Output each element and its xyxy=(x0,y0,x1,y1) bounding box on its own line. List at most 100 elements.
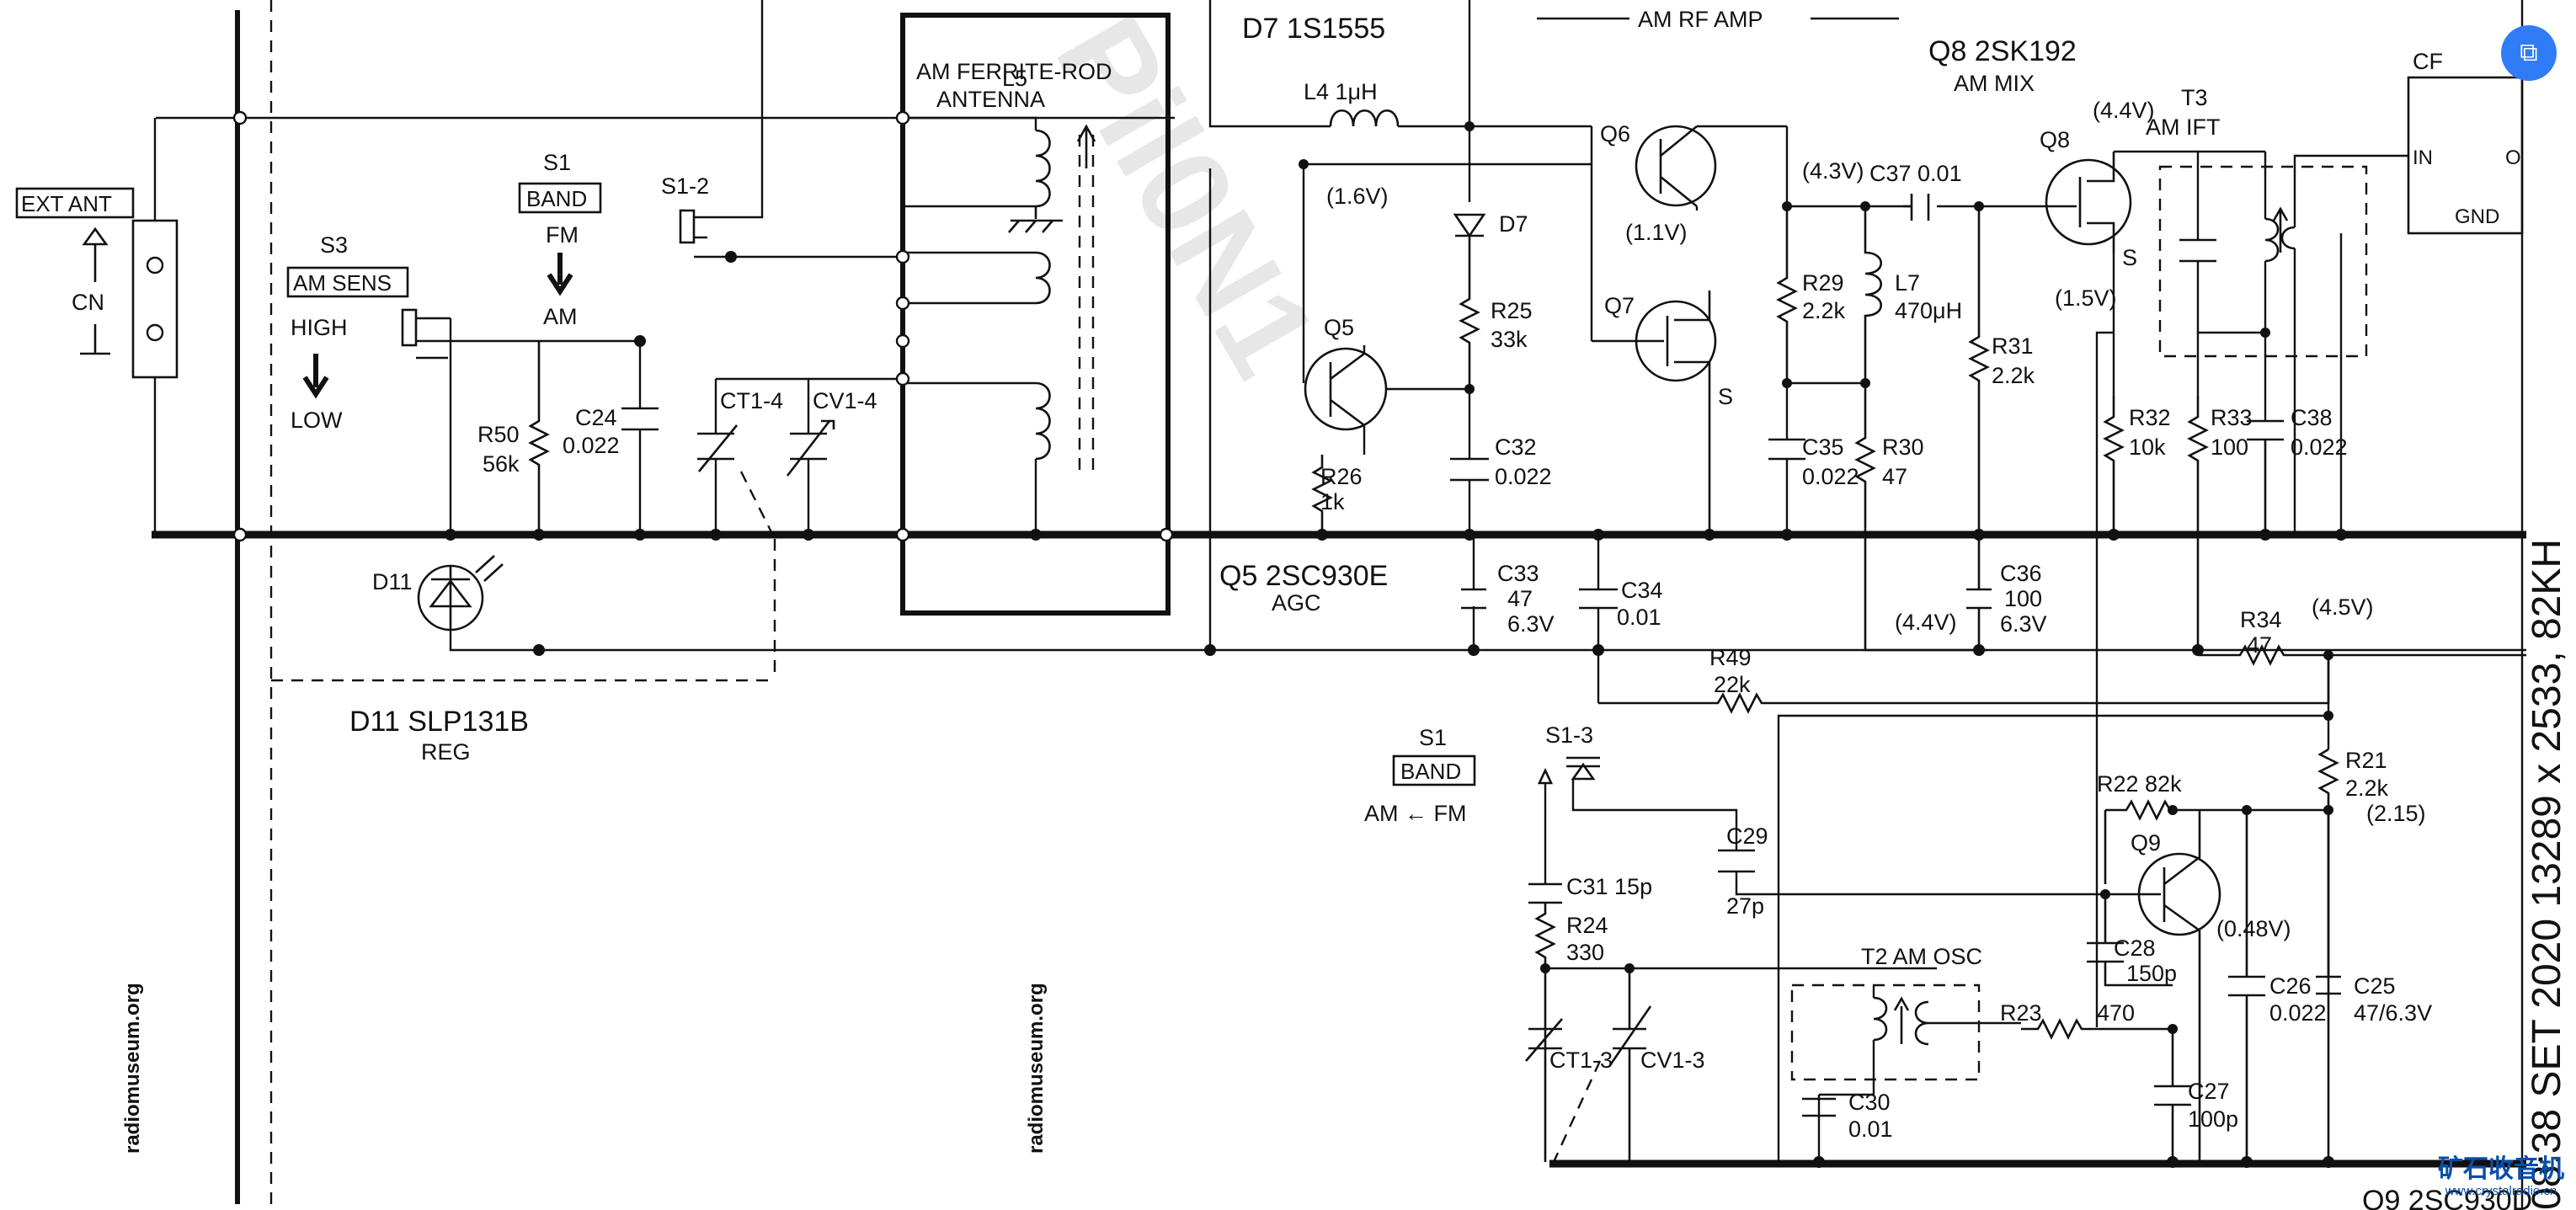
q5-transistor xyxy=(1304,347,1388,431)
svg-text:100: 100 xyxy=(2004,586,2042,611)
c25-capacitor xyxy=(2316,810,2341,995)
l5-coil-2 xyxy=(1035,251,1051,305)
svg-text:CV1-4: CV1-4 xyxy=(813,388,877,413)
svg-text:D7: D7 xyxy=(1499,211,1528,237)
c38-capacitor xyxy=(2247,419,2284,535)
c28-capacitor xyxy=(2087,894,2173,987)
svg-text:R21: R21 xyxy=(2345,748,2387,773)
r33-resistor xyxy=(2187,396,2209,650)
svg-text:(4.3V): (4.3V) xyxy=(1802,158,1864,184)
corner-logo: 矿石收音机 www.crystalradio.cn xyxy=(2429,1155,2573,1206)
arrow-down-icon xyxy=(302,354,329,399)
svg-text:(1.5V): (1.5V) xyxy=(2055,285,2117,311)
svg-text:C27: C27 xyxy=(2188,1079,2230,1104)
cf-label: CF xyxy=(2413,49,2443,74)
svg-text:6.3V: 6.3V xyxy=(1507,611,1555,637)
svg-text:2.2k: 2.2k xyxy=(1992,363,2035,388)
q6-transistor xyxy=(1635,125,1717,207)
svg-text:150p: 150p xyxy=(2126,961,2177,986)
s3-switch xyxy=(401,308,418,347)
svg-text:R25: R25 xyxy=(1491,298,1533,323)
copy-window-icon[interactable]: ⧉ xyxy=(2501,25,2557,81)
svg-text:CV1-3: CV1-3 xyxy=(1640,1047,1705,1073)
svg-text:R24: R24 xyxy=(1566,913,1608,938)
svg-text:(1.1V): (1.1V) xyxy=(1625,220,1688,245)
svg-text:22k: 22k xyxy=(1714,672,1751,697)
svg-text:47: 47 xyxy=(1882,464,1907,489)
svg-text:0.022: 0.022 xyxy=(1802,464,1859,489)
logo-title: 矿石收音机 xyxy=(2438,1155,2564,1183)
s1-2-label: S1-2 xyxy=(661,173,709,199)
svg-text:C34: C34 xyxy=(1621,578,1663,603)
svg-text:C30: C30 xyxy=(1848,1090,1891,1115)
svg-text:C31 15p: C31 15p xyxy=(1566,874,1652,899)
svg-text:(0.48V): (0.48V) xyxy=(2216,916,2291,941)
band-label: BAND xyxy=(526,186,587,211)
r49-resistor xyxy=(1598,655,2330,714)
svg-text:C38: C38 xyxy=(2291,405,2333,430)
svg-text:AM FERRITE-ROD: AM FERRITE-ROD xyxy=(916,59,1112,84)
ground-icon xyxy=(80,324,110,355)
q8-title: Q8 2SK192 xyxy=(1928,35,2077,67)
svg-text:(2.15): (2.15) xyxy=(2366,801,2426,826)
t3-label: T3 xyxy=(2181,85,2208,110)
q8-transistor xyxy=(2045,158,2132,246)
svg-text:S: S xyxy=(2122,245,2137,270)
l5-label: L5 xyxy=(1002,66,1027,91)
cn-connector xyxy=(131,219,179,379)
cv1-3-variable-cap xyxy=(1608,968,1652,1162)
svg-text:C29: C29 xyxy=(1726,824,1768,849)
c35-capacitor xyxy=(1768,438,1805,461)
ext-ant-box xyxy=(15,187,135,219)
svg-text:10k: 10k xyxy=(2129,434,2166,460)
svg-text:R49: R49 xyxy=(1709,645,1752,670)
svg-text:27p: 27p xyxy=(1726,893,1764,919)
svg-text:ANTENNA: ANTENNA xyxy=(936,87,1045,112)
r30-resistor xyxy=(1854,383,1987,652)
am-rf-amp-label: AM RF AMP xyxy=(1638,7,1763,32)
arrow-down-icon-s1 xyxy=(547,253,573,296)
svg-text:470μH: 470μH xyxy=(1895,298,1962,323)
svg-text:D11: D11 xyxy=(372,569,413,594)
ct1-3-trimmer xyxy=(1525,1018,1563,1062)
svg-text:0.022: 0.022 xyxy=(563,433,620,458)
svg-text:56k: 56k xyxy=(483,451,520,477)
r21-resistor xyxy=(2317,748,2339,1162)
cn-label: CN xyxy=(72,290,104,315)
svg-text:AGC: AGC xyxy=(1272,590,1321,616)
svg-text:FM: FM xyxy=(546,222,579,248)
svg-text:330: 330 xyxy=(1566,940,1604,965)
r26-resistor xyxy=(1311,455,1333,535)
svg-text:GND: GND xyxy=(2455,205,2499,228)
svg-text:R34: R34 xyxy=(2240,607,2282,632)
svg-text:Q7: Q7 xyxy=(1604,293,1635,318)
svg-text:100: 100 xyxy=(2211,434,2248,460)
am-fm-label: AM ← FM xyxy=(1364,801,1467,826)
svg-text:O: O xyxy=(2505,147,2521,169)
ext-ant-label: EXT ANT xyxy=(21,191,112,216)
l4-inductor xyxy=(1329,109,1400,127)
svg-text:0.01: 0.01 xyxy=(1848,1117,1893,1142)
svg-text:R32: R32 xyxy=(2129,405,2171,430)
site-label-center: radiomuseum.org xyxy=(1025,983,1048,1154)
svg-text:(4.4V): (4.4V) xyxy=(1895,610,1957,635)
svg-text:Q9: Q9 xyxy=(2131,830,2161,856)
svg-text:1k: 1k xyxy=(1320,489,1345,514)
svg-text:47: 47 xyxy=(1507,586,1533,611)
c26-capacitor xyxy=(2228,810,2265,1162)
r50-resistor xyxy=(528,341,550,535)
svg-text:6.3V: 6.3V xyxy=(2000,611,2047,637)
r22-resistor xyxy=(2104,799,2328,884)
l5-coil-3 xyxy=(1035,381,1051,461)
led-icon xyxy=(429,566,472,630)
q9-title: Q9 2SC930D xyxy=(2362,1185,2532,1210)
am-ift-label: AM IFT xyxy=(2146,115,2221,140)
svg-text:Q6: Q6 xyxy=(1600,121,1630,147)
r34-resistor xyxy=(2198,644,2526,666)
r31-resistor xyxy=(1966,206,1992,650)
svg-text:AM: AM xyxy=(543,304,578,329)
svg-text:0.022: 0.022 xyxy=(2291,434,2348,460)
c29-capacitor xyxy=(1718,849,1755,873)
cf-filter-box xyxy=(2407,76,2524,235)
side-scan-info: 08:38 SET 2020 13289 x 2533, 82KH xyxy=(2525,539,2569,1210)
